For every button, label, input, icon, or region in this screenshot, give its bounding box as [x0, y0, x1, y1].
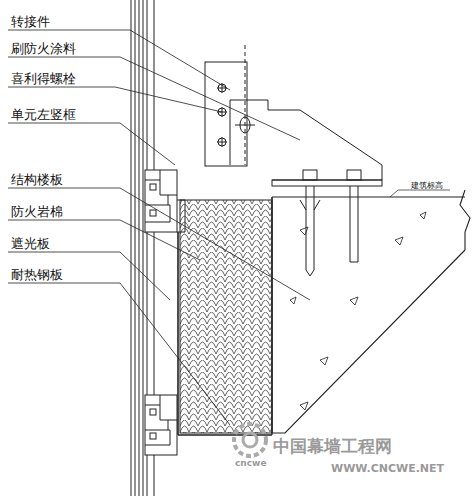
part-label: 耐热钢板 — [10, 267, 64, 282]
watermark: cncwe — [234, 458, 268, 469]
part-label: 遮光板 — [10, 236, 51, 251]
part-label: 防火岩棉 — [10, 204, 64, 219]
part-label: 喜利得螺栓 — [10, 71, 77, 86]
part-label: 转接件 — [10, 14, 51, 29]
elevation-note: 建筑标高 — [410, 181, 444, 190]
watermark: WWW.CNCWE.NET — [330, 462, 445, 475]
watermark: 中国幕墙工程网 — [272, 437, 393, 456]
part-label: 结构楼板 — [10, 172, 64, 187]
part-label: 刷防火涂料 — [10, 41, 77, 56]
part-label: 单元左竖框 — [10, 107, 77, 122]
